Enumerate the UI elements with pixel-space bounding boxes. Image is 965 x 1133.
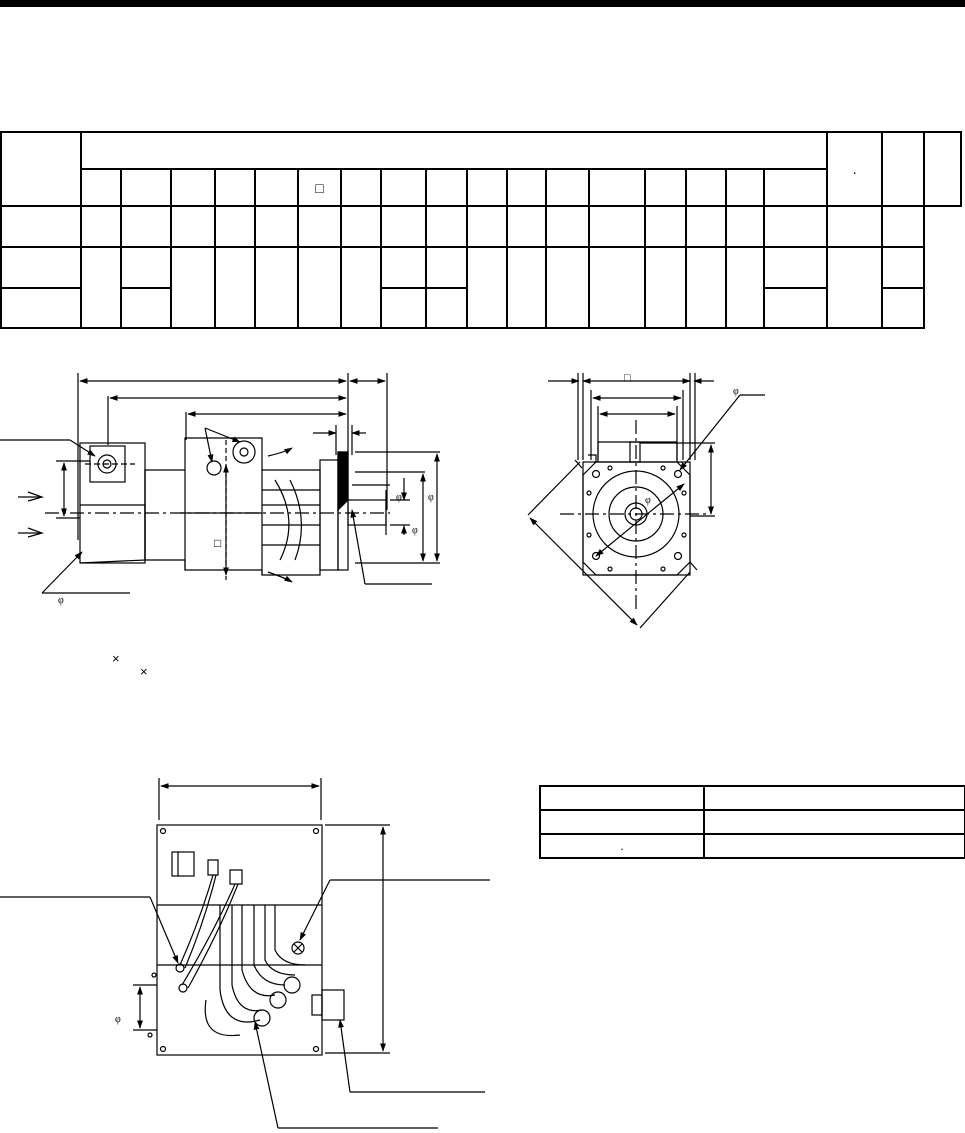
dim-header-cell bbox=[170, 168, 216, 207]
dimension-table: . □ bbox=[0, 131, 962, 329]
phi-symbol: φ bbox=[58, 595, 64, 606]
variable-dimensions-header bbox=[79, 131, 829, 170]
table-row bbox=[539, 785, 965, 811]
dim-header-cell bbox=[588, 168, 646, 207]
terminal-box-symbols: φ bbox=[115, 1014, 121, 1025]
dim-header-cell bbox=[80, 168, 122, 207]
decimal-dot: . bbox=[620, 839, 624, 853]
header-rule bbox=[0, 0, 965, 7]
dim-header-cell bbox=[506, 168, 547, 207]
dim-header-cell bbox=[340, 168, 382, 207]
column-header-18: . bbox=[826, 131, 884, 207]
phi-symbol: φ bbox=[396, 492, 402, 503]
square-symbol: □ bbox=[624, 372, 631, 384]
square-symbol: □ bbox=[315, 179, 324, 196]
front-view-symbols: □ φ φ bbox=[624, 372, 739, 506]
model-header-cell bbox=[0, 131, 82, 207]
table-row bbox=[0, 246, 961, 329]
side-view-symbols: φ φ φ φ □ bbox=[58, 492, 434, 606]
dim-header-cell bbox=[545, 168, 590, 207]
note-marks: × × bbox=[112, 651, 148, 679]
square-symbol: □ bbox=[214, 536, 221, 550]
phi-symbol: φ bbox=[733, 386, 739, 397]
column-header-19 bbox=[881, 131, 926, 207]
table-row bbox=[0, 287, 961, 329]
dim-header-cell bbox=[466, 168, 508, 207]
phi-symbol: φ bbox=[412, 525, 418, 536]
table-row bbox=[539, 809, 965, 835]
dim-header-cell bbox=[725, 168, 765, 207]
dim-header-cell bbox=[644, 168, 687, 207]
phi-symbol: φ bbox=[428, 492, 434, 503]
times-symbol: × bbox=[112, 651, 120, 666]
side-view-drawing bbox=[0, 373, 440, 594]
front-view-drawing bbox=[527, 373, 765, 629]
column-header-20 bbox=[923, 131, 962, 207]
dim-header-cell bbox=[762, 168, 829, 207]
table-row: . bbox=[539, 833, 965, 859]
dim-header-cell: □ bbox=[297, 168, 342, 207]
dim-header-cell bbox=[380, 168, 427, 207]
decimal-dot: . bbox=[852, 161, 857, 177]
dim-header-cell bbox=[685, 168, 727, 207]
dim-header-cell bbox=[425, 168, 468, 207]
dim-header-cell bbox=[254, 168, 299, 207]
phi-symbol: φ bbox=[115, 1014, 121, 1025]
dim-header-cell bbox=[120, 168, 172, 207]
times-symbol: × bbox=[140, 664, 148, 679]
terminal-box-drawing bbox=[0, 778, 490, 1129]
table-row bbox=[0, 205, 961, 248]
terminal-legend-table: . bbox=[539, 785, 965, 859]
dim-header-cell bbox=[214, 168, 256, 207]
phi-symbol: φ bbox=[645, 495, 651, 506]
